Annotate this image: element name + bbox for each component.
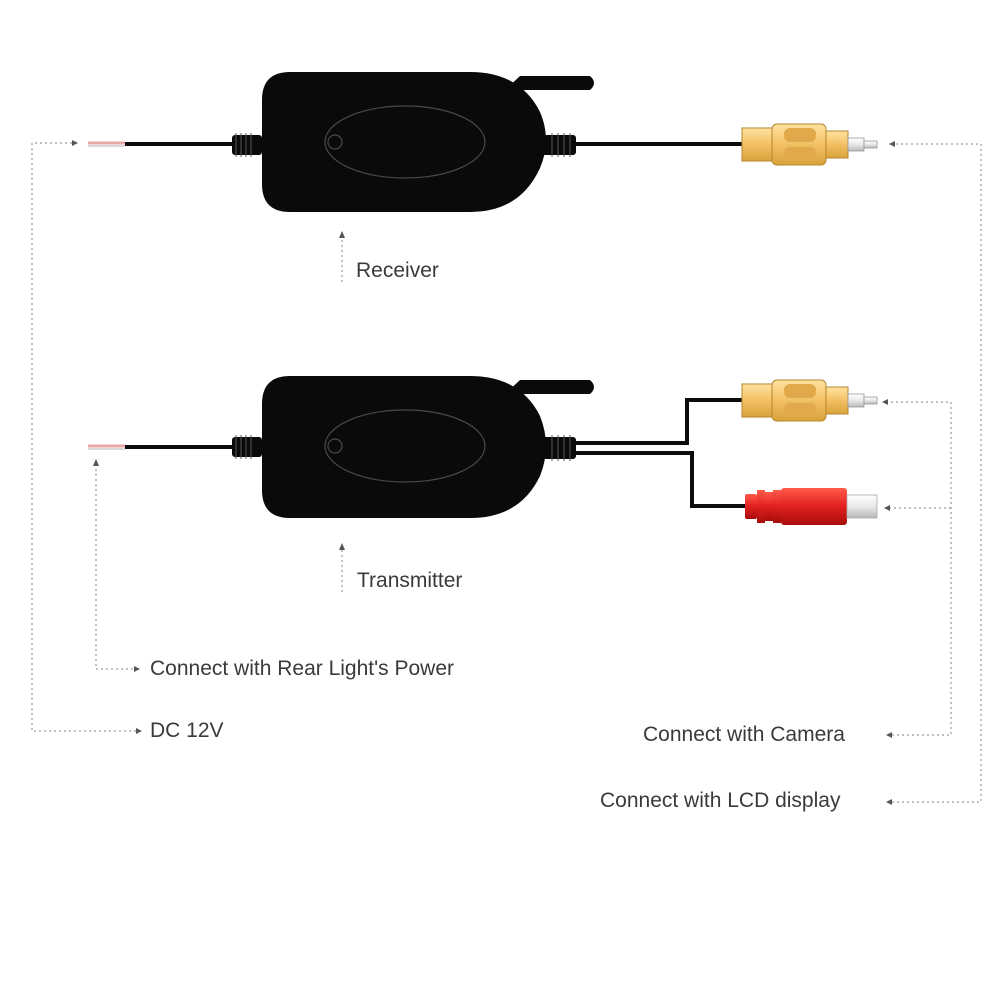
receiver-right-strain-relief (540, 133, 576, 157)
receiver-power-wire (88, 141, 240, 147)
transmitter-power-wire (88, 444, 240, 450)
receiver-unit (88, 72, 878, 212)
receiver-body (262, 72, 546, 212)
lcd-display-label: Connect with LCD display (600, 789, 841, 812)
transmitter-left-strain-relief (232, 435, 262, 459)
transmitter-body (262, 376, 546, 518)
transmitter-split-cables (576, 398, 748, 508)
rear-light-power-label: Connect with Rear Light's Power (150, 657, 454, 680)
transmitter-unit (88, 376, 878, 525)
transmitter-yellow-rca-plug (741, 379, 878, 422)
transmitter-red-dc-plug (745, 488, 878, 525)
camera-label: Connect with Camera (643, 723, 845, 746)
transmitter-antenna (505, 380, 594, 394)
transmitter-right-strain-relief (540, 435, 576, 461)
receiver-left-strain-relief (232, 133, 262, 157)
receiver-led (327, 134, 343, 150)
transmitter-lens (324, 409, 486, 483)
receiver-yellow-rca-plug (741, 123, 878, 166)
receiver-antenna (505, 76, 594, 90)
receiver-lens (324, 105, 486, 179)
guide-lines (31, 140, 982, 805)
dc-12v-label: DC 12V (150, 719, 224, 742)
receiver-label: Receiver (356, 259, 439, 282)
transmitter-label: Transmitter (357, 569, 463, 592)
transmitter-led (327, 438, 343, 454)
